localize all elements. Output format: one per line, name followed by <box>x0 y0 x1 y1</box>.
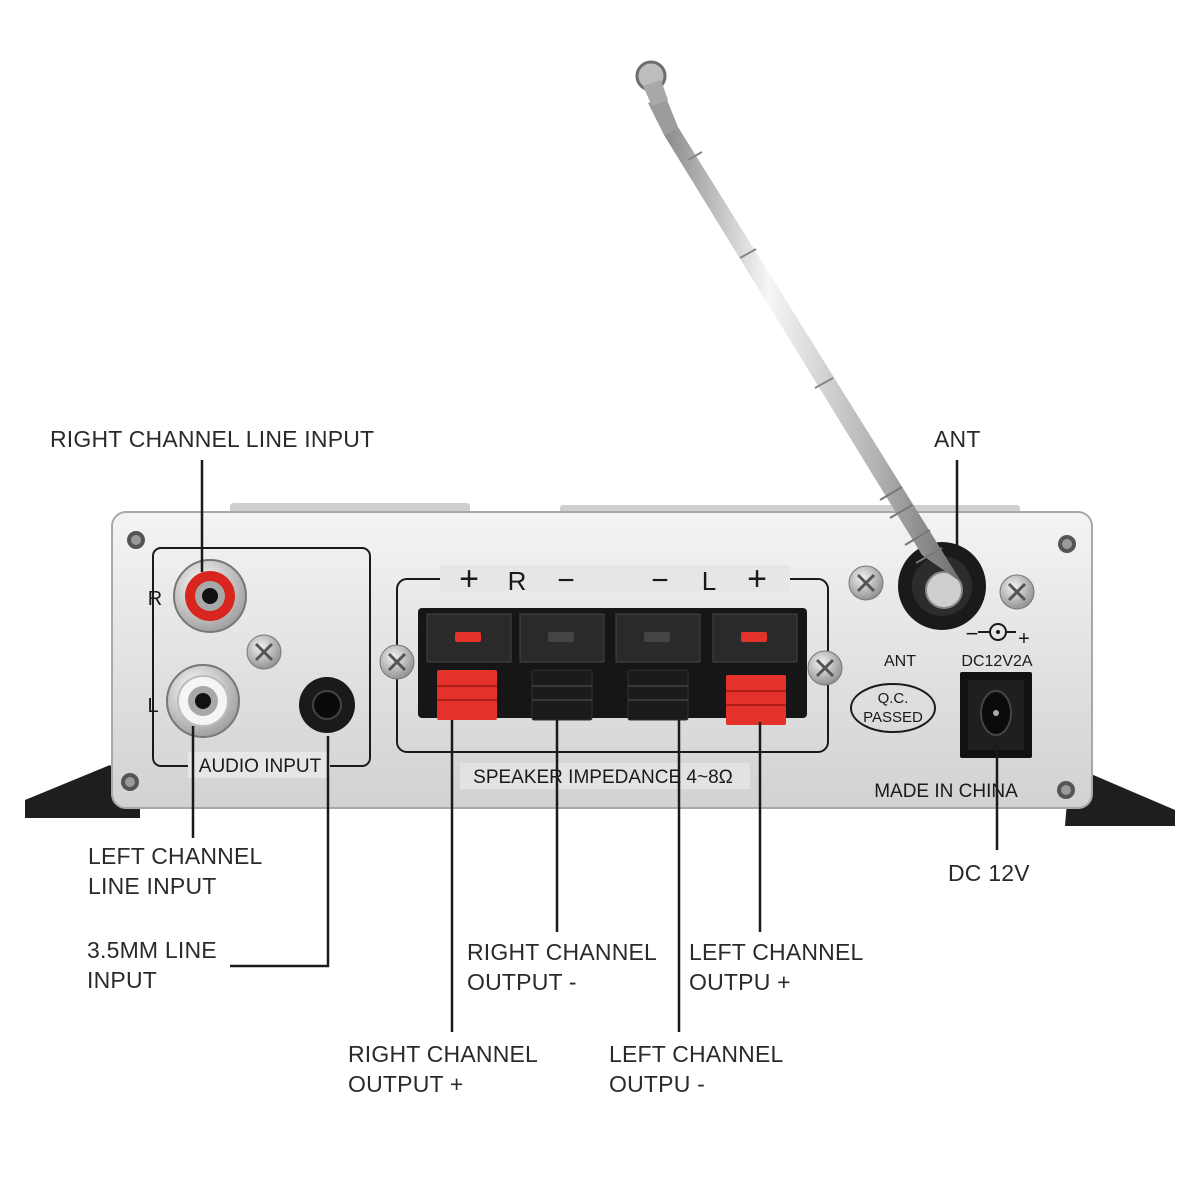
terminal-left-minus[interactable] <box>615 613 701 721</box>
dc-polarity-symbol: − + <box>966 621 1030 650</box>
callout-left-line-input: LEFT CHANNEL LINE INPUT <box>88 841 263 901</box>
callout-right-line-input: RIGHT CHANNEL LINE INPUT <box>50 424 374 454</box>
l-mark: L <box>147 695 158 717</box>
terminal-right-minus[interactable] <box>519 613 605 721</box>
panel-screw <box>246 634 282 670</box>
callout-right-out-plus: RIGHT CHANNEL OUTPUT + <box>348 1039 538 1099</box>
callout-leader-lines <box>191 460 999 1032</box>
callout-right-out-minus-line1: RIGHT CHANNEL <box>467 939 658 965</box>
terminal-left-plus[interactable] <box>712 613 798 725</box>
terminal-minus-l: − <box>651 564 669 597</box>
callout-left-out-minus: LEFT CHANNEL OUTPU - <box>609 1039 784 1099</box>
qc-passed-badge: Q.C. PASSED <box>850 683 936 733</box>
callout-dc-text: DC 12V <box>948 860 1030 886</box>
mini-jack-3-5mm[interactable] <box>299 677 355 733</box>
rca-jack-right[interactable] <box>173 559 247 633</box>
dc-power-jack[interactable] <box>960 672 1032 758</box>
callout-mini-input-line2: INPUT <box>87 967 157 993</box>
corner-screw-bottom-right <box>1057 781 1075 799</box>
callout-mini-input: 3.5MM LINE INPUT <box>87 935 217 995</box>
terminal-minus-r: − <box>557 564 575 597</box>
callout-left-line-input-line2: LINE INPUT <box>88 873 217 899</box>
dc-rating-label: DC12V2A <box>961 653 1032 670</box>
terminal-screw-left <box>379 644 415 680</box>
audio-input-label: AUDIO INPUT <box>199 756 322 777</box>
callout-left-line-input-line1: LEFT CHANNEL <box>88 843 263 869</box>
corner-screw-top-left <box>127 531 145 549</box>
telescopic-antenna[interactable] <box>635 60 962 583</box>
callout-ant: ANT <box>934 424 981 454</box>
callout-right-out-plus-line2: OUTPUT + <box>348 1071 464 1097</box>
antenna-screw-left <box>848 565 884 601</box>
rca-jack-left[interactable] <box>166 664 240 738</box>
callout-right-line-input-text: RIGHT CHANNEL LINE INPUT <box>50 426 375 452</box>
terminal-l: L <box>702 566 716 596</box>
callout-dc: DC 12V <box>948 858 1030 888</box>
callout-left-out-plus-line2: OUTPU + <box>689 969 791 995</box>
leader-mini-input <box>230 736 330 968</box>
qc-line1: Q.C. <box>878 690 909 707</box>
corner-screw-top-right <box>1058 535 1076 553</box>
callout-mini-input-line1: 3.5MM LINE <box>87 937 217 963</box>
antenna-screw-right <box>999 574 1035 610</box>
callout-right-out-minus: RIGHT CHANNEL OUTPUT - <box>467 937 657 997</box>
terminal-plus-r: + <box>459 560 479 598</box>
antenna-socket[interactable] <box>898 542 986 630</box>
callout-ant-text: ANT <box>934 426 981 452</box>
dc-plus: + <box>1018 628 1030 650</box>
speaker-terminal-block <box>418 608 807 718</box>
r-mark: R <box>148 588 162 610</box>
qc-line2: PASSED <box>863 709 923 726</box>
corner-screw-bottom-left <box>121 773 139 791</box>
speaker-impedance-label: SPEAKER IMPEDANCE 4~8Ω <box>473 767 733 788</box>
callout-right-out-plus-line1: RIGHT CHANNEL <box>348 1041 539 1067</box>
terminal-right-plus[interactable] <box>426 613 512 720</box>
callout-left-out-minus-line2: OUTPU - <box>609 1071 705 1097</box>
ant-panel-label: ANT <box>884 653 916 670</box>
terminal-plus-l: + <box>747 560 767 598</box>
dc-minus: − <box>966 621 979 646</box>
terminal-screw-right <box>807 650 843 686</box>
callout-left-out-plus-line1: LEFT CHANNEL <box>689 939 864 965</box>
callout-left-out-minus-line1: LEFT CHANNEL <box>609 1041 784 1067</box>
callout-right-out-minus-line2: OUTPUT - <box>467 969 577 995</box>
terminal-r: R <box>508 566 527 596</box>
callout-left-out-plus: LEFT CHANNEL OUTPU + <box>689 937 864 997</box>
made-in-label: MADE IN CHINA <box>874 781 1018 802</box>
